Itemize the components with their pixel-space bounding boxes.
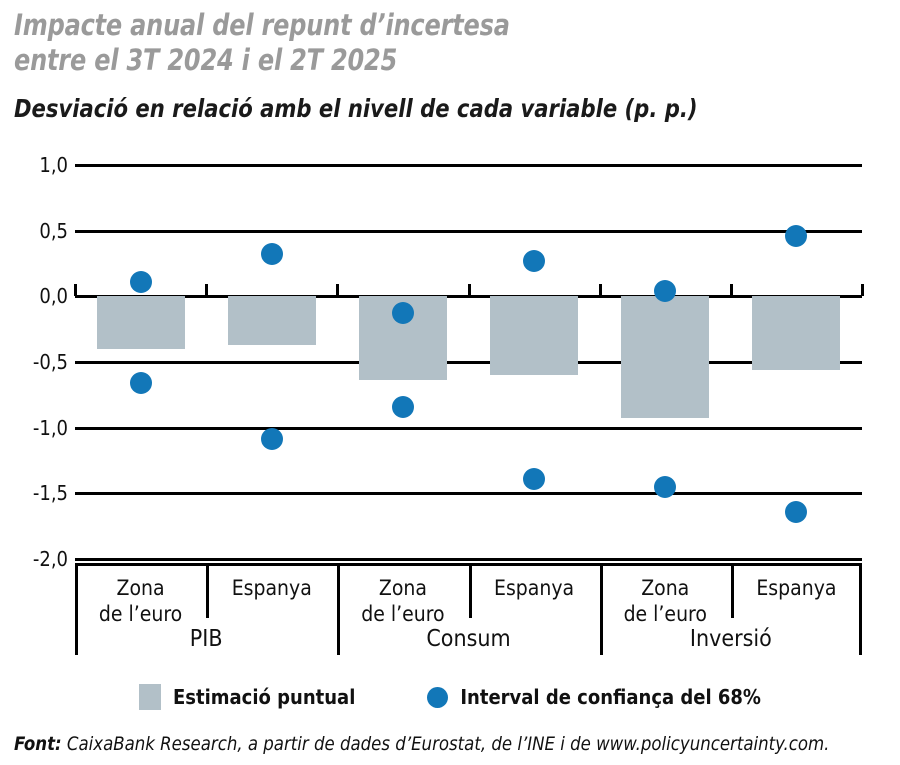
confidence-interval-dot [523,249,546,272]
group-divider [859,563,862,655]
gridline [75,361,862,364]
confidence-interval-dot [129,372,152,394]
legend-item-interval: Interval de confiança del 68% [427,685,761,709]
x-axis-tick [467,284,471,297]
y-axis-tick-label: -1,5 [32,481,68,506]
confidence-interval-dot [654,280,677,303]
y-axis-tick-label: 0,0 [39,284,68,309]
group-divider [75,563,78,655]
x-axis-tick [861,284,864,297]
category-label: Zona de l’euro [623,576,707,626]
category-label: Espanya [494,576,575,600]
category-divider [206,563,210,618]
bar [752,296,841,370]
bar [96,296,185,349]
y-axis-tick-label: -1,0 [32,415,68,440]
plot-area: 1,0 0,5 0,0 -0,5 -1,0 -1,5 -2,0 [0,150,900,571]
category-label: Zona de l’euro [98,576,183,626]
legend-circle-icon [427,686,449,708]
confidence-interval-dot [523,467,546,490]
zero-line [75,295,862,299]
x-axis-tick [205,284,209,297]
page-title: Impacte anual del repunt d’incertesa ent… [14,8,510,77]
confidence-interval-dot [391,395,414,418]
bar [227,296,316,345]
group-divider [337,563,341,655]
y-axis-tick-label: -0,5 [32,350,68,374]
bar [490,296,579,376]
confidence-interval-dot [129,270,152,293]
y-axis: 1,0 0,5 0,0 -0,5 -1,0 -1,5 -2,0 [0,150,68,571]
category-label: Espanya [756,576,837,600]
confidence-interval-dot [260,428,283,451]
gridline [75,164,862,167]
source-text: CaixaBank Research, a partir de dades d’… [61,733,830,755]
y-axis-tick-label: 0,5 [39,218,68,243]
category-divider [730,563,734,618]
legend-label-estimacio: Estimació puntual [173,685,356,709]
legend: Estimació puntual Interval de confiança … [0,684,900,710]
x-axis-tick [729,284,733,297]
category-divider [468,563,472,618]
gridline [75,492,862,496]
grid-and-bars [0,150,900,570]
legend-item-estimacio: Estimació puntual [139,684,355,710]
group-label: PIB [189,626,223,652]
source-prefix: Font: [14,733,62,755]
gridline [75,426,862,430]
legend-square-icon [139,684,162,710]
category-label: Zona de l’euro [361,576,445,626]
title-block: Impacte anual del repunt d’incertesa ent… [14,8,884,124]
category-label: Espanya [231,576,312,600]
x-axis-tick [336,284,340,297]
group-label: Inversió [689,626,772,652]
bar [621,296,710,419]
y-axis-tick-label: -2,0 [32,547,68,571]
gridline [75,229,862,233]
confidence-interval-dot [391,302,414,325]
source-note: Font: CaixaBank Research, a partir de da… [14,733,868,755]
confidence-interval-dot [654,475,677,498]
legend-label-interval: Interval de confiança del 68% [460,685,761,709]
x-axis-tick [598,284,602,297]
gridline [75,558,862,561]
group-divider [599,563,603,655]
y-axis-tick-label: 1,0 [39,153,68,177]
confidence-interval-dot [260,243,283,266]
chart-subtitle: Desviació en relació amb el nivell de ca… [14,94,698,123]
data-points-layer [0,150,900,570]
group-label: Consum [426,626,511,652]
x-axis-tick [74,284,77,297]
confidence-interval-dot [785,500,808,523]
confidence-interval-dot [785,224,808,247]
